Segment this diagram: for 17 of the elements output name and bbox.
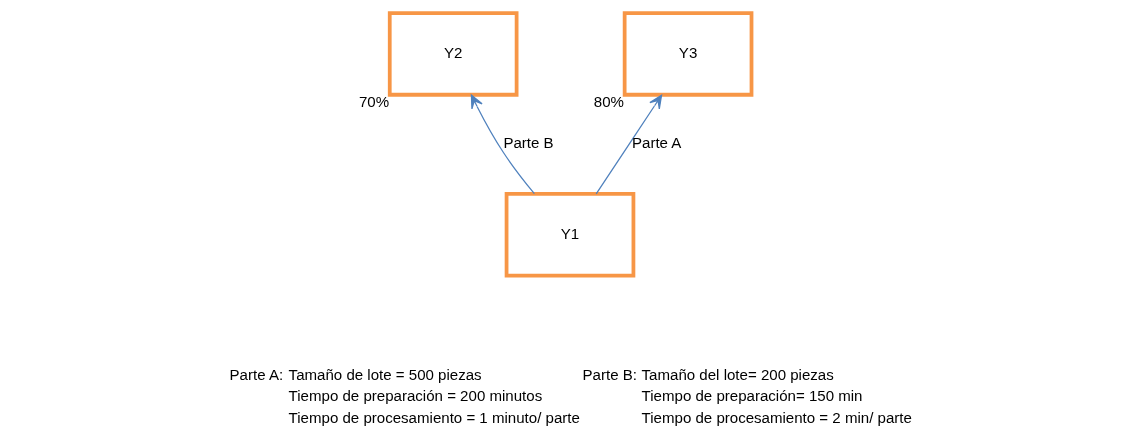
node-box: Y1 (504, 192, 636, 278)
edge-label: Parte A (631, 134, 682, 152)
arrow (470, 94, 535, 195)
label: Tiempo de preparación= 150 min (641, 387, 863, 405)
node-label: 70% (358, 92, 390, 110)
arrow (595, 94, 663, 195)
label: Tiempo de procesamiento = 2 min/ parte (641, 408, 912, 426)
label: Parte B: (582, 366, 637, 384)
label: Tamaño del lote= 200 piezas (641, 366, 834, 384)
node-label: 80% (593, 92, 625, 110)
label: Tiempo de procesamiento = 1 minuto/ parte (288, 408, 580, 426)
label: Parte A: (229, 366, 284, 384)
node-box: Y2 (387, 11, 519, 97)
label: Tamaño de lote = 500 piezas (288, 366, 482, 384)
label: Tiempo de preparación = 200 minutos (288, 387, 543, 405)
node-box: Y3 (622, 11, 754, 97)
edge-label: Parte B (503, 134, 554, 152)
